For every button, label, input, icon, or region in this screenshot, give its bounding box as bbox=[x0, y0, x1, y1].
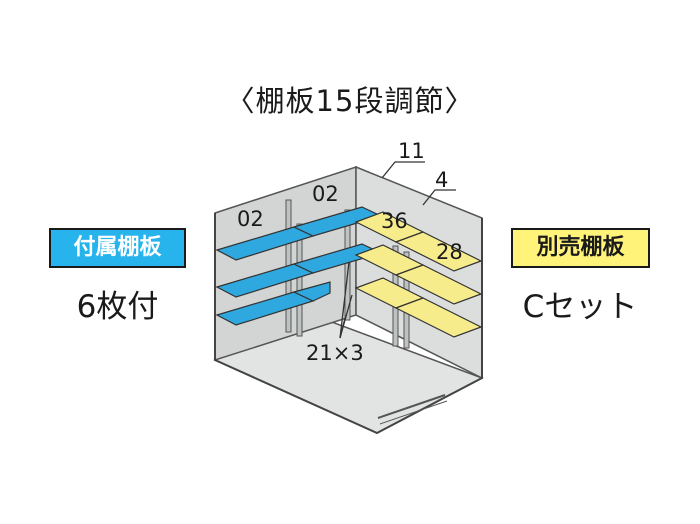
optional-shelves-set: Cセット bbox=[522, 289, 638, 325]
shelf-code-label: 11 bbox=[398, 139, 425, 163]
shelf-post bbox=[344, 209, 351, 321]
optional-shelf bbox=[394, 231, 483, 272]
leader-line-4 bbox=[422, 189, 456, 206]
leader-line-21x3 bbox=[339, 261, 350, 339]
shelf-code-label: 02 bbox=[237, 207, 264, 231]
page-title: 〈棚板15段調節〉 bbox=[225, 84, 475, 118]
shelf-code-label: 02 bbox=[312, 182, 339, 206]
leader-line-11 bbox=[381, 161, 425, 179]
shelf-code-label: 21×3 bbox=[306, 341, 364, 365]
included-shelves-count: 6枚付 bbox=[76, 289, 159, 325]
leader-line-21x3 bbox=[339, 317, 346, 339]
shelf-code-label: 36 bbox=[381, 209, 408, 233]
optional-shelf bbox=[394, 297, 483, 338]
included-shelves bbox=[215, 206, 383, 326]
door-rail-2 bbox=[379, 400, 448, 425]
optional-shelves bbox=[354, 211, 483, 338]
included-shelves-badge: 付属棚板 bbox=[49, 228, 186, 268]
door-rail bbox=[377, 394, 446, 419]
shed-outline bbox=[214, 213, 483, 435]
shelf-post bbox=[296, 223, 303, 337]
optional-shelf bbox=[394, 264, 483, 305]
shelf-code-label: 28 bbox=[436, 240, 463, 264]
included-shelf bbox=[292, 281, 331, 302]
shelf-code-label: 4 bbox=[435, 168, 448, 192]
optional-shelves-badge: 別売棚板 bbox=[511, 228, 650, 268]
